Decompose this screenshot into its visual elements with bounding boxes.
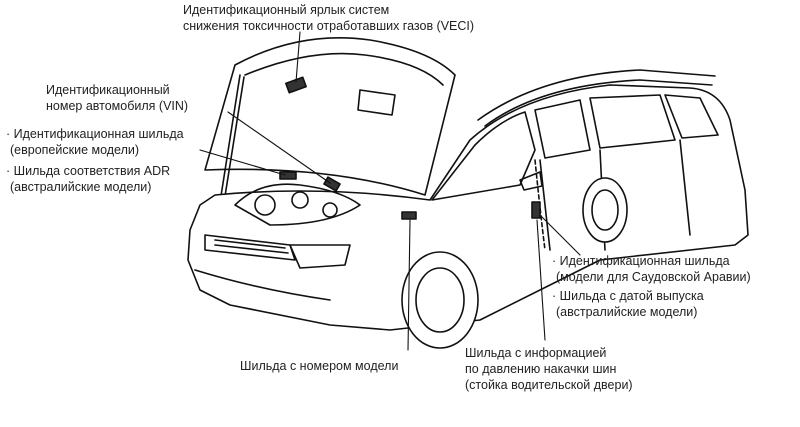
tire-pressure-label: Шильда с информацией по давлению накачки… — [465, 345, 633, 393]
id-plate-euro-label: · Идентификационная шильда (европейские … — [6, 126, 184, 158]
label-line: по давлению накачки шин — [465, 362, 617, 376]
door-pillar-plate — [531, 201, 541, 219]
label-line: Шильда с информацией — [465, 346, 607, 360]
rear-wheel — [582, 177, 628, 243]
label-line: · Идентификационная шильда — [552, 254, 730, 268]
vin-mark — [323, 176, 341, 192]
adr-plate-label: · Шильда соответствия ADR (австралийские… — [6, 163, 170, 195]
label-line: (стойка водительской двери) — [465, 378, 633, 392]
label-line: (австралийские модели) — [10, 180, 152, 194]
label-line: Шильда с номером модели — [240, 359, 399, 373]
id-plate-mark — [279, 171, 297, 180]
label-line: (модели для Саудовской Аравии) — [556, 270, 751, 284]
veci-label-mark — [285, 76, 307, 94]
veci-label: Идентификационный ярлык систем снижения … — [183, 2, 474, 34]
label-line: (австралийские модели) — [556, 305, 698, 319]
label-line: снижения токсичности отработавших газов … — [183, 19, 475, 33]
label-line: · Шильда соответствия ADR — [6, 164, 171, 178]
front-wheel — [401, 251, 479, 349]
open-hood — [204, 37, 456, 196]
label-line: · Идентификационная шильда — [6, 127, 184, 141]
leader-lines — [199, 31, 581, 351]
side-window-front — [534, 99, 591, 159]
label-line: Идентификационный — [46, 83, 170, 97]
label-line: · Шильда с датой выпуска — [552, 289, 704, 303]
headlight — [289, 244, 351, 269]
side-window-rear — [589, 94, 676, 149]
id-plate-saudi-label: · Идентификационная шильда (модели для С… — [552, 253, 751, 285]
vin-label: Идентификационный номер автомобиля (VIN) — [46, 82, 188, 114]
hood-strut — [217, 74, 245, 216]
grille — [204, 234, 296, 261]
car-body — [187, 84, 749, 331]
engine — [234, 183, 361, 226]
door-jamb — [534, 159, 546, 251]
date-plate-label: · Шильда с датой выпуска (австралийские … — [552, 288, 704, 320]
windshield — [431, 111, 536, 201]
model-plate-label: Шильда с номером модели — [240, 358, 398, 374]
label-line: номер автомобиля (VIN) — [46, 99, 189, 113]
model-plate-mark — [401, 211, 417, 220]
label-line: Идентификационный ярлык систем — [183, 3, 390, 17]
label-line: (европейские модели) — [10, 143, 140, 157]
